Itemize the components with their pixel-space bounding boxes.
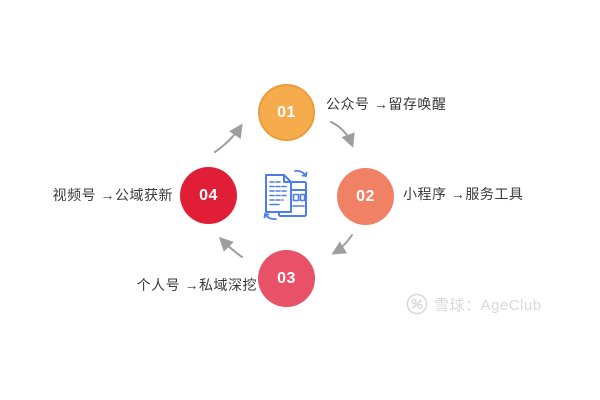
- xueqiu-logo-icon: [406, 293, 428, 315]
- node-03-circle: 03: [258, 250, 315, 307]
- documents-sync-icon: [263, 169, 308, 221]
- node-03-number: 03: [277, 269, 296, 287]
- arrow-04-to-01: [214, 123, 243, 153]
- node-02-circle: 02: [337, 168, 394, 225]
- arrow-01-to-02: [330, 121, 355, 148]
- node-01-number: 01: [277, 103, 296, 121]
- arrow-03-to-04: [218, 236, 243, 258]
- node-04-number: 04: [199, 186, 218, 204]
- node-03-label: 个人号 →私域深挖: [136, 277, 257, 293]
- node-02-number: 02: [356, 187, 375, 205]
- node-02-label: 小程序 →服务工具: [403, 186, 524, 202]
- node-01-label: 公众号 →留存唤醒: [326, 96, 447, 112]
- arrow-02-to-03: [331, 234, 353, 255]
- node-04-label: 视频号 →公域获新: [52, 187, 173, 203]
- watermark: 雪球：AgeClub: [406, 292, 542, 316]
- node-01-circle: 01: [258, 84, 315, 141]
- node-04-circle: 04: [180, 167, 237, 224]
- front-document: [265, 174, 292, 213]
- watermark-text: 雪球：AgeClub: [434, 296, 542, 314]
